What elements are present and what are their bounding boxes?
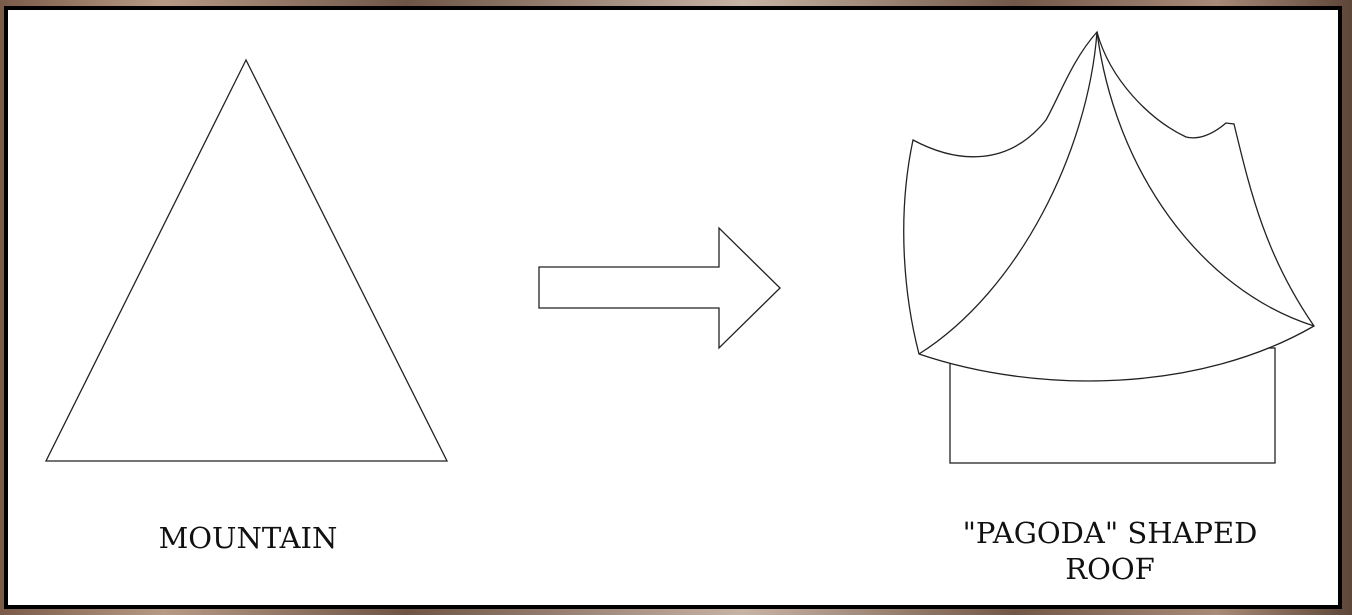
pagoda-label-line-1: "PAGODA" SHAPED: [930, 515, 1290, 551]
pagoda-roof: [904, 32, 1314, 381]
pagoda-label-line-2: ROOF: [930, 551, 1290, 587]
transform-arrow: [539, 228, 780, 348]
mountain-label: MOUNTAIN: [148, 520, 348, 556]
mountain-triangle: [46, 60, 447, 461]
pagoda-roof-label: "PAGODA" SHAPED ROOF: [930, 515, 1290, 587]
